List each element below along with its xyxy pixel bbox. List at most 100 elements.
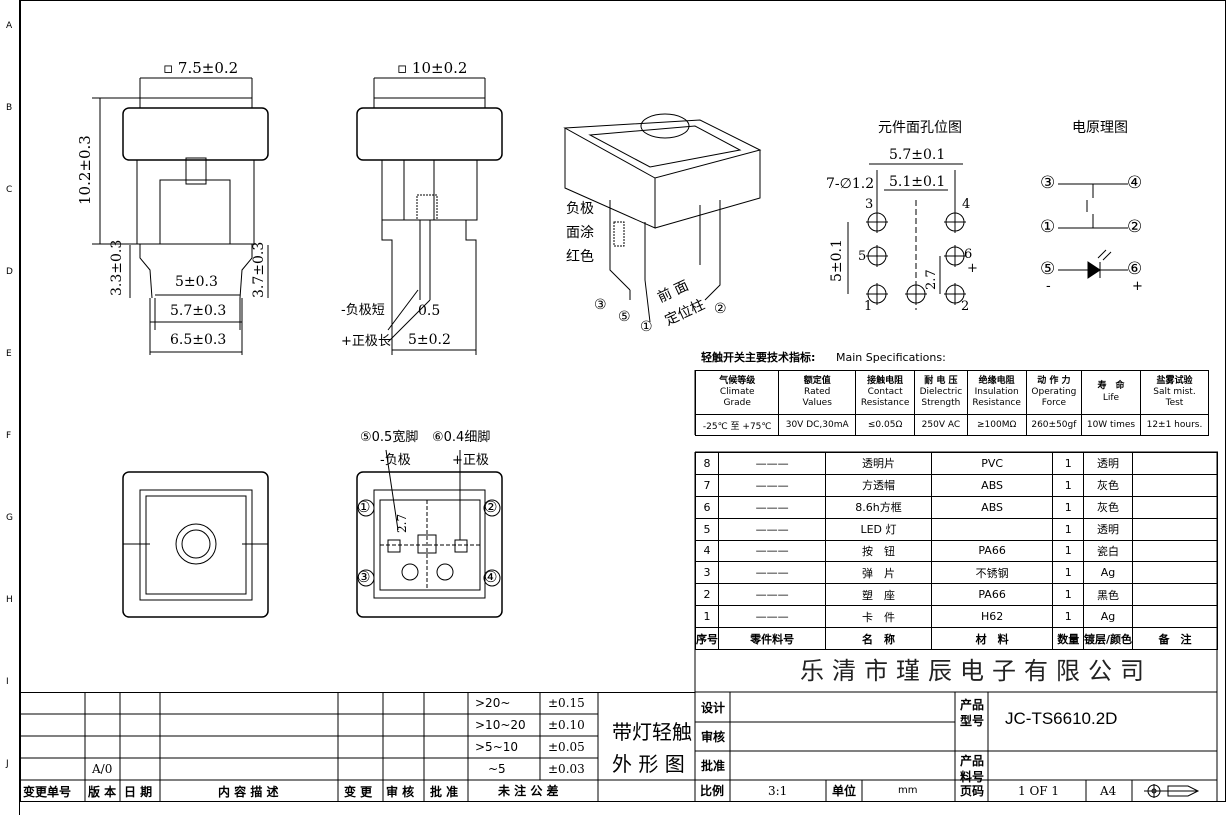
bom-cell: 1	[1052, 452, 1084, 475]
rev-label: 变更单号	[23, 785, 72, 799]
bom-cell	[1132, 473, 1218, 497]
zone-letter: G	[6, 513, 13, 523]
tol-val-3: ±0.05	[548, 740, 585, 754]
company-name: 乐清市瑾辰电子有限公司	[800, 657, 1152, 685]
tol-range-1: >20~	[475, 696, 511, 710]
iso-note-3: 红色	[566, 249, 594, 265]
bom-cell: 不锈钢	[930, 561, 1054, 585]
zone-letter: H	[6, 595, 13, 605]
spec-title-en: Main Specifications:	[836, 351, 946, 364]
spec-value-cell: ≤0.05Ω	[854, 414, 916, 436]
schem-plus: +	[1132, 279, 1143, 294]
bom-cell: PA66	[930, 539, 1054, 563]
bom-cell: ABS	[930, 473, 1054, 497]
iso-pin-3: ③	[594, 297, 607, 313]
check-label: 审核	[701, 730, 726, 744]
zone-letter: J	[6, 759, 9, 769]
bom-cell: 8.6h方框	[825, 495, 932, 519]
side-view-geometry	[356, 77, 503, 355]
rev-label: 变 更	[344, 785, 373, 799]
bom-cell: Ag	[1082, 561, 1134, 585]
bom-cell: 弹 片	[825, 561, 932, 585]
bom-cell: 方透帽	[825, 473, 932, 497]
front-dim-65: 6.5±0.3	[170, 332, 227, 348]
iso-pin-2: ②	[714, 301, 727, 317]
spec-value-cell: 30V DC,30mA	[778, 414, 856, 436]
schem-pin-6: ⑥	[1127, 259, 1143, 279]
bom-cell: 7	[695, 473, 719, 497]
bottom-label-6: ⑥0.4细脚	[432, 430, 491, 445]
bom-cell: 4	[695, 539, 719, 563]
projection-symbol-icon	[1144, 784, 1200, 798]
schem-pin-5: ⑤	[1040, 259, 1056, 279]
iso-pin-1: ①	[640, 319, 653, 335]
product-model: JC-TS6610.2D	[1005, 709, 1118, 728]
schem-pin-4: ④	[1127, 173, 1143, 193]
page-label: 页码	[960, 784, 985, 798]
bom-cell	[1132, 517, 1218, 541]
hole-label-6: 6	[964, 247, 973, 262]
bom-cell: ———	[717, 583, 827, 607]
scale-label: 比例	[700, 784, 725, 798]
tol-range-3: >5~10	[475, 740, 519, 754]
unit-label: 单位	[832, 784, 857, 798]
bom-cell: H62	[930, 605, 1054, 628]
bom-cell: ABS	[930, 495, 1054, 519]
bom-header-cell: 数量	[1052, 627, 1084, 650]
bom-cell	[1132, 495, 1218, 519]
bom-cell: 1	[1052, 583, 1084, 607]
zone-letter: F	[6, 431, 12, 441]
bom-cell: ———	[717, 473, 827, 497]
bom-cell: 卡 件	[825, 605, 932, 628]
hole-layout-geometry	[847, 163, 966, 310]
bom-cell: 6	[695, 495, 719, 519]
bom-cell	[1132, 605, 1218, 628]
bom-cell	[1132, 452, 1218, 475]
front-dim-right-pin: 3.7±0.3	[251, 241, 267, 298]
bottom-pin-4: ④	[484, 568, 498, 586]
front-dim-height: 10.2±0.3	[76, 135, 94, 205]
product-no-label: 产品 料号	[960, 754, 985, 784]
bom-cell: 1	[1052, 473, 1084, 497]
iso-note-1: 负极	[566, 201, 594, 217]
bottom-pin-2: ②	[484, 498, 498, 516]
spec-value-cell: ≥100MΩ	[966, 414, 1027, 436]
hole-dim-27: 2.7	[924, 269, 939, 290]
bom-cell: ———	[717, 561, 827, 585]
rev-label: 版 本	[88, 785, 117, 799]
spec-value-cell: 250V AC	[914, 414, 968, 436]
front-dim-5: 5±0.3	[175, 274, 218, 290]
bom-cell: Ag	[1082, 605, 1134, 628]
side-dim-5: 5±0.2	[408, 332, 451, 348]
page-value: 1 OF 1	[1018, 784, 1060, 798]
bom-cell: 透明	[1082, 517, 1134, 541]
hole-label-4: 4	[962, 197, 971, 212]
front-dim-57: 5.7±0.3	[170, 303, 227, 319]
unit-value: mm	[898, 785, 918, 796]
side-dim-top: ▫ 10±0.2	[397, 59, 468, 77]
scale-value: 3:1	[768, 784, 788, 798]
zone-letter: B	[6, 103, 13, 113]
bom-cell: PVC	[930, 452, 1054, 475]
bom-cell: 1	[1052, 495, 1084, 519]
bom-cell: ———	[717, 539, 827, 563]
hole-label-3: 3	[865, 197, 874, 212]
schematic-title: 电原理图	[1072, 120, 1128, 136]
bom-cell: 按 钮	[825, 539, 932, 563]
bom-header-cell: 镀层/颜色	[1082, 627, 1134, 650]
bottom-neg: -负极	[380, 453, 411, 468]
top-view-geometry	[122, 471, 269, 618]
zone-letter: D	[6, 267, 13, 277]
rev-label: 日 期	[124, 785, 153, 799]
